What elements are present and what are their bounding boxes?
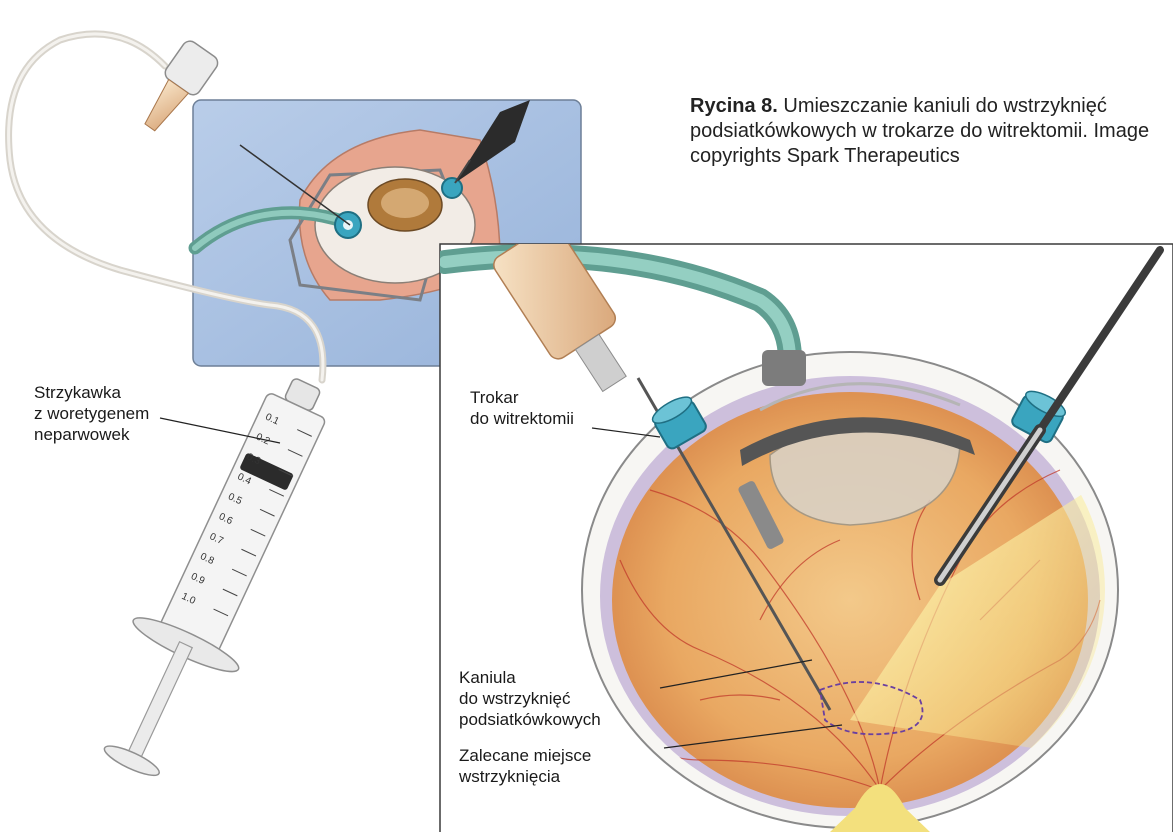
field-trocar-icon	[442, 178, 462, 198]
plunger-rod	[127, 642, 193, 761]
syringe-label: Strzykawka z woretygenem neparwowek	[34, 382, 149, 445]
eye-cross-section-inset	[440, 221, 1173, 832]
infusion-port	[762, 350, 806, 386]
trocar-label: Trokar do witrektomii	[470, 387, 574, 429]
needle-hub	[140, 80, 188, 135]
figure-label: Rycina 8.	[690, 95, 778, 117]
figure-caption: Rycina 8. Umieszczanie kaniuli do wstrzy…	[690, 94, 1160, 169]
cornea-reflection	[381, 188, 429, 218]
injection-site-label: Zalecane miejsce wstrzyknięcia	[459, 745, 591, 787]
cannula-label: Kaniula do wstrzyknięć podsiatkówkowych	[459, 667, 601, 730]
